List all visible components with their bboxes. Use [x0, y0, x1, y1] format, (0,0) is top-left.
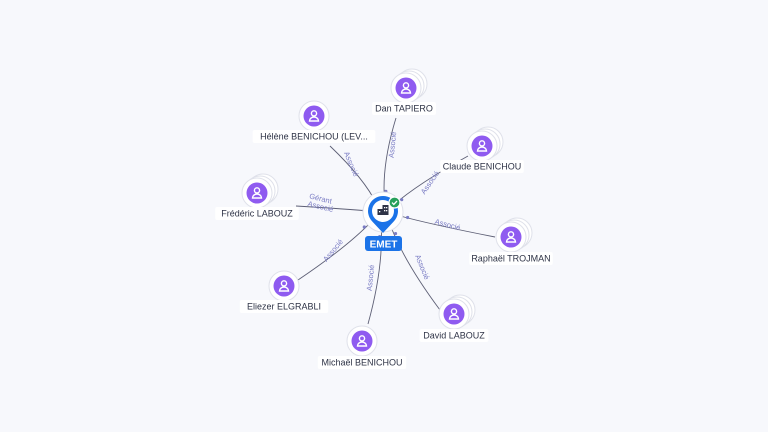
person-node-claude-benichou[interactable]: Claude BENICHOU [440, 126, 524, 173]
edge-arrow-icon [406, 215, 410, 220]
node-label-bg [469, 252, 553, 265]
person-node-eliezer-elgrabli[interactable]: Eliezer ELGRABLI [239, 270, 329, 313]
edge-michael-benichou [367, 225, 382, 325]
person-node-helene-benichou[interactable]: Hélène BENICHOU (LEV... [252, 100, 376, 143]
node-label-helene-benichou: Hélène BENICHOU (LEV... [260, 132, 368, 142]
person-node-david-labouz[interactable]: David LABOUZ [419, 294, 489, 342]
node-label-bg [215, 207, 299, 220]
person-icon [400, 82, 412, 94]
edge-raphael-trojman [396, 214, 496, 238]
person-icon [308, 110, 320, 122]
person-icon [448, 308, 460, 320]
nodes-layer: Dan TAPIERO Hélène BENICHOU (LEV... Claude… [215, 68, 553, 369]
edge-label-david-labouz: Associé [413, 253, 431, 281]
node-label-claude-benichou: Claude BENICHOU [443, 162, 522, 172]
edge-label-eliezer-elgrabli: Associé [321, 237, 345, 263]
node-label-david-labouz: David LABOUZ [423, 331, 485, 341]
person-node-michael-benichou[interactable]: Michaël BENICHOU [317, 325, 407, 369]
node-label-bg [372, 102, 436, 115]
person-icon [251, 187, 263, 199]
edge-dan-tapiero [383, 117, 397, 201]
person-node-frederic-labouz[interactable]: Frédéric LABOUZ [215, 173, 299, 220]
edge-label-raphael-trojman: Associé [434, 217, 462, 232]
node-label-bg [419, 329, 489, 342]
node-label-bg [252, 130, 376, 143]
person-icon [356, 335, 368, 347]
node-label-bg [440, 160, 524, 173]
person-node-raphael-trojman[interactable]: Raphaël TROJMAN [469, 217, 553, 265]
edge-david-labouz [389, 223, 441, 311]
node-label-eliezer-elgrabli: Eliezer ELGRABLI [247, 302, 321, 312]
check-badge-icon [388, 196, 401, 209]
node-label-raphael-trojman: Raphaël TROJMAN [471, 254, 550, 264]
center-label-tag [365, 236, 402, 251]
node-label-dan-tapiero: Dan TAPIERO [375, 104, 433, 114]
node-label-frederic-labouz: Frédéric LABOUZ [221, 209, 293, 219]
node-label-bg [239, 300, 329, 313]
edge-label-dan-tapiero: Associé [387, 131, 399, 158]
edge-label-michael-benichou: Associé [365, 264, 377, 291]
node-label-michael-benichou: Michaël BENICHOU [321, 358, 402, 368]
edge-arrow-icon [362, 225, 366, 229]
person-icon [505, 231, 517, 243]
edge-arrow-icon [400, 198, 404, 202]
person-node-dan-tapiero[interactable]: Dan TAPIERO [372, 68, 436, 115]
edge-label-helene-benichou: Associé [342, 150, 361, 178]
edge-arrow-icon [393, 231, 398, 236]
node-label-bg [317, 356, 407, 369]
edge-label-claude-benichou: Associé [419, 169, 441, 196]
person-icon [476, 140, 488, 152]
center-label: EMET [370, 239, 398, 250]
center-company-node[interactable]: EMET [362, 191, 404, 251]
building-icon [377, 205, 389, 215]
person-icon [278, 280, 290, 292]
